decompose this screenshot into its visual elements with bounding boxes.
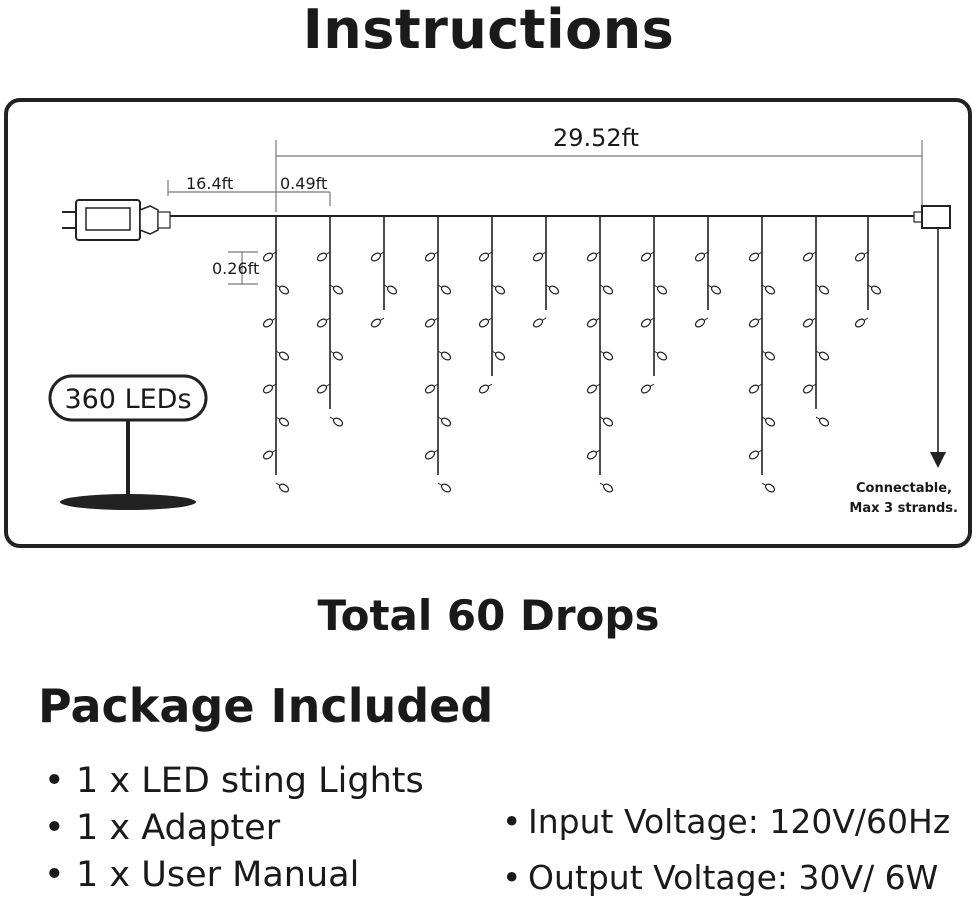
led-bulb-icon <box>748 384 760 394</box>
led-bulb-icon <box>640 252 652 262</box>
led-bulb-icon <box>494 351 506 361</box>
plug-icon <box>62 211 76 229</box>
led-bulb-icon <box>854 318 866 328</box>
led-bulb-icon <box>316 318 328 328</box>
led-bulb-icon <box>694 318 706 328</box>
led-bulb-icon <box>494 285 506 295</box>
led-bulb-icon <box>370 318 382 328</box>
led-bulb-icon <box>586 318 598 328</box>
led-count-badge: 360 LEDs <box>64 384 191 415</box>
led-bulb-icon <box>424 384 436 394</box>
led-bulb-icon <box>332 351 344 361</box>
package-item: 1 x LED sting Lights <box>40 758 424 805</box>
drops-group <box>262 216 882 493</box>
led-bulb-icon <box>764 417 776 427</box>
led-bulb-icon <box>478 252 490 262</box>
connectable-note-line1: Connectable, <box>856 481 952 496</box>
drop-spacing-label: 0.49ft <box>280 174 327 193</box>
adapter-icon <box>75 199 171 241</box>
led-count-stand <box>48 374 208 510</box>
led-bulb-icon <box>278 483 290 493</box>
output-voltage-spec: Output Voltage: 30V/ 6W <box>500 850 950 906</box>
led-bulb-icon <box>278 351 290 361</box>
led-bulb-icon <box>710 285 722 295</box>
package-item: 1 x Adapter <box>40 805 424 852</box>
led-bulb-icon <box>586 384 598 394</box>
led-bulb-icon <box>602 417 614 427</box>
led-bulb-icon <box>764 483 776 493</box>
led-bulb-icon <box>278 417 290 427</box>
led-bulb-icon <box>602 351 614 361</box>
led-bulb-icon <box>818 351 830 361</box>
diagram-frame <box>4 98 972 548</box>
led-bulb-icon <box>440 285 452 295</box>
icicle-light-diagram: 29.52ft 16.4ft 0.49ft 0.26ft Connectable… <box>4 98 972 548</box>
led-bulb-icon <box>764 351 776 361</box>
led-bulb-icon <box>602 285 614 295</box>
led-bulb-icon <box>802 384 814 394</box>
led-bulb-icon <box>478 384 490 394</box>
led-bulb-icon <box>262 318 274 328</box>
led-bulb-icon <box>478 318 490 328</box>
led-bulb-icon <box>764 285 776 295</box>
led-bulb-icon <box>316 384 328 394</box>
led-bulb-icon <box>748 450 760 460</box>
led-bulb-icon <box>586 450 598 460</box>
led-bulb-icon <box>332 417 344 427</box>
package-title: Package Included <box>38 679 494 733</box>
led-bulb-icon <box>656 285 668 295</box>
page-title: Instructions <box>302 0 675 61</box>
led-bulb-icon <box>586 252 598 262</box>
led-bulb-icon <box>602 483 614 493</box>
led-bulb-icon <box>532 318 544 328</box>
package-item: 1 x User Manual <box>40 852 424 899</box>
led-bulb-icon <box>640 318 652 328</box>
led-bulb-icon <box>870 285 882 295</box>
led-bulb-icon <box>656 351 668 361</box>
end-connector-icon <box>913 205 951 229</box>
led-bulb-icon <box>316 252 328 262</box>
led-bulb-icon <box>440 483 452 493</box>
input-voltage-spec: Input Voltage: 120V/60Hz <box>500 794 950 850</box>
led-bulb-icon <box>262 450 274 460</box>
package-list: 1 x LED sting Lights 1 x Adapter 1 x Use… <box>40 758 424 899</box>
led-spacing-label: 0.26ft <box>212 259 259 278</box>
led-bulb-icon <box>278 285 290 295</box>
led-bulb-icon <box>424 252 436 262</box>
led-bulb-icon <box>548 285 560 295</box>
led-bulb-icon <box>818 417 830 427</box>
led-spacing-dimension <box>228 251 258 285</box>
lead-length-label: 16.4ft <box>186 174 233 193</box>
lead-dimension <box>167 180 331 206</box>
led-bulb-icon <box>640 384 652 394</box>
led-bulb-icon <box>532 252 544 262</box>
led-bulb-icon <box>424 450 436 460</box>
led-bulb-icon <box>802 318 814 328</box>
led-bulb-icon <box>818 285 830 295</box>
led-bulb-icon <box>332 285 344 295</box>
led-bulb-icon <box>440 351 452 361</box>
total-drops-label: Total 60 Drops <box>317 591 660 640</box>
led-bulb-icon <box>386 285 398 295</box>
led-bulb-icon <box>440 417 452 427</box>
led-bulb-icon <box>694 252 706 262</box>
connectable-note-line2: Max 3 strands. <box>849 501 958 516</box>
total-length-dimension <box>275 140 923 212</box>
led-bulb-icon <box>262 252 274 262</box>
led-bulb-icon <box>370 252 382 262</box>
led-bulb-icon <box>262 384 274 394</box>
total-length-label: 29.52ft <box>553 124 639 152</box>
led-bulb-icon <box>748 252 760 262</box>
led-bulb-icon <box>802 252 814 262</box>
led-bulb-icon <box>748 318 760 328</box>
spec-list: Input Voltage: 120V/60Hz Output Voltage:… <box>500 794 950 906</box>
led-bulb-icon <box>854 252 866 262</box>
led-bulb-icon <box>424 318 436 328</box>
